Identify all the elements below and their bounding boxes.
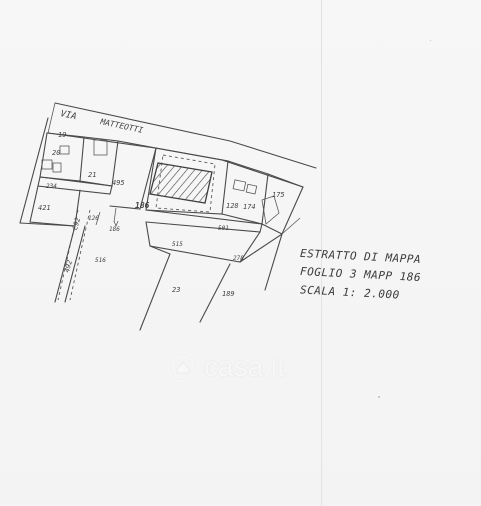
road-south-west [54,225,76,303]
parcel-label-186-south: 186 [109,226,120,233]
street-label: VIA [59,109,77,122]
parcel-label-126: 126 [88,215,99,222]
parcel-20-outline [39,132,85,182]
watermark: casa.it [168,350,285,384]
street-edge-north [54,102,317,169]
parcel-label-186: 186 [135,201,150,210]
building-128 [232,179,247,192]
path-126 [95,207,117,226]
parcel-23-west [139,253,171,331]
parcel-label-175: 175 [272,191,285,199]
watermark-text: casa.it [204,351,285,382]
boundary-left-inner [47,102,56,134]
building-20a [41,159,53,170]
parcel-label-c92: C92 [71,217,82,231]
street-name: MATTEOTTI [99,117,144,135]
boundary-south-left [19,222,76,227]
parcel-label-515: 515 [172,241,183,248]
parcel-label-495: 495 [112,179,125,187]
parcel-501-outline [145,209,263,233]
parcel-label-19: 19 [58,131,66,139]
paper-speck [430,40,431,41]
paper-speck [378,396,380,398]
road-south-east [64,225,86,303]
parcel-label-21: 21 [88,171,96,179]
building-20b [52,162,62,173]
boundary-east-ground [281,217,301,235]
building-21 [93,139,108,156]
parcel-234-strip [37,176,113,195]
parcel-label-278: 278 [233,255,244,262]
parcel-421-outline [29,185,81,227]
parcel-label-23: 23 [172,286,180,294]
parcel-23-east [199,263,231,323]
parcel-label-501: 501 [218,225,229,232]
parcel-128-outline [221,160,269,225]
boundary-left [19,117,49,224]
parcel-278-outline [239,232,283,291]
parcel-label-128: 128 [226,202,239,210]
building-175 [261,195,280,225]
parcel-label-189: 189 [222,290,235,298]
building-186-hatched [149,162,213,204]
parcel-label-20: 20 [52,149,60,157]
building-20c [59,145,70,155]
parcel-175-outline [261,173,304,235]
casa-logo-icon [168,352,198,382]
parcel-label-492: 492 [63,259,74,273]
parcel-label-174: 174 [243,203,256,211]
parcel-516-divider [149,245,171,255]
parcel-label-234: 234 [46,183,57,190]
parcel-label-516: 516 [95,257,106,264]
building-128b [245,183,258,195]
parcel-515-outline [145,221,261,263]
parcel-495-outline [109,140,157,210]
paper-fold-line [321,0,322,506]
arrow-mark [113,220,119,228]
parcel-label-421: 421 [38,204,51,212]
